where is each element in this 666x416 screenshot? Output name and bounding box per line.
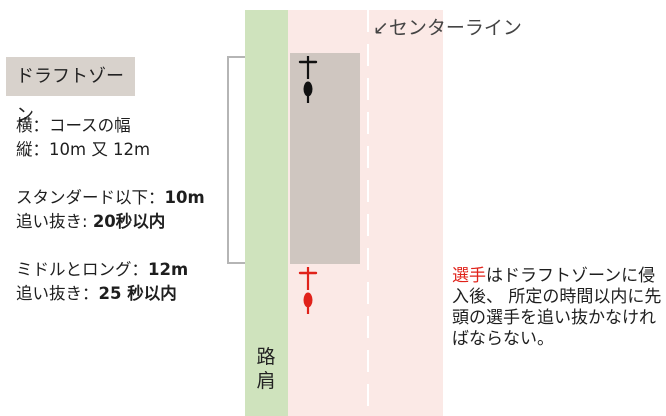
- rule-note-text: はドラフトゾーンに侵入後、 所定の時間以内に先頭の選手を追い抜かなければならない…: [452, 266, 662, 349]
- standard-label: スタンダード以下：: [16, 188, 165, 207]
- lead-rider-icon: [298, 56, 318, 103]
- draft-zone-area: [290, 53, 360, 264]
- centerline-label: ↙センターライン: [373, 17, 522, 39]
- middle-long-pass-text: 追い抜き：25 秒以内: [16, 282, 177, 305]
- standard-pass-time: 20秒以内: [92, 212, 166, 231]
- zone-length-value: 10m 又 12m: [49, 140, 151, 159]
- middle-long-pass-label: 追い抜き：: [16, 284, 99, 303]
- rule-note: 選手はドラフトゾーンに侵入後、 所定の時間以内に先頭の選手を追い抜かなければなら…: [452, 266, 662, 350]
- center-line: [367, 10, 369, 416]
- zone-width-text: 横：コースの幅: [16, 116, 131, 135]
- zone-bracket: [227, 56, 245, 264]
- middle-long-label: ミドルとロング：: [16, 260, 148, 279]
- middle-long-distance-text: ミドルとロング：12m: [16, 258, 188, 281]
- middle-long-pass-time: 25 秒以内: [98, 284, 177, 303]
- middle-long-distance: 12m: [148, 260, 189, 279]
- standard-distance-text: スタンダード以下：10m: [16, 186, 205, 209]
- shoulder-label: 路肩: [256, 346, 276, 392]
- standard-distance: 10m: [164, 188, 205, 207]
- zone-length-text: 縦：10m 又 12m: [16, 138, 150, 161]
- zone-length-label: 縦：: [16, 140, 49, 159]
- standard-pass-text: 追い抜き: 20秒以内: [16, 210, 165, 233]
- draft-zone-title: ドラフトゾーン: [6, 57, 135, 126]
- road-shoulder: [245, 10, 288, 416]
- standard-pass-label: 追い抜き:: [16, 212, 93, 231]
- rule-note-highlight: 選手: [452, 266, 486, 286]
- follow-rider-icon: [298, 267, 318, 314]
